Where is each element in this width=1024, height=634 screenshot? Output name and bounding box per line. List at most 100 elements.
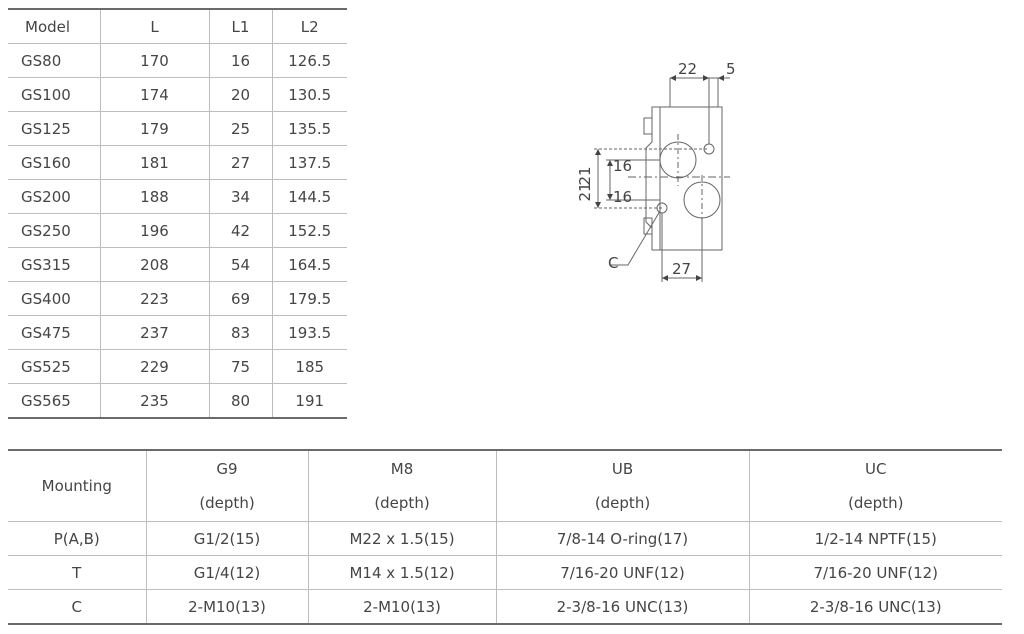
drawing-dim-16-upper: 16 [613,157,632,175]
value-l: 223 [99,281,209,316]
value-l2: 137.5 [271,145,347,180]
cell-m8: M22 x 1.5(15) [307,521,496,556]
value-l1: 34 [208,179,272,214]
table-row: GS125 179 25 135.5 [8,111,347,146]
mount-table-header-row: Mounting G9 (depth) M8 (depth) UB (depth… [8,450,1002,522]
table-row: T G1/4(12) M14 x 1.5(12) 7/16-20 UNF(12)… [8,555,1002,590]
table-row: GS160 181 27 137.5 [8,145,347,180]
header-g9-sub: (depth) [199,494,255,512]
model-name: GS100 [8,77,100,112]
value-l2: 144.5 [271,179,347,214]
model-name: GS315 [8,247,100,282]
cell-g9: G1/4(12) [145,555,308,590]
row-label: P(A,B) [8,521,146,556]
cell-uc: 2-3/8-16 UNC(13) [748,589,1002,624]
header-l2: L2 [271,9,347,44]
value-l2: 152.5 [271,213,347,248]
value-l2: 126.5 [271,43,347,78]
value-l1: 16 [208,43,272,78]
value-l1: 20 [208,77,272,112]
model-name: GS200 [8,179,100,214]
drawing-leader-c [610,210,661,266]
port-layout-drawing: 22 5 21 21 16 16 27 C [576,60,736,282]
drawing-lug-lower [643,217,653,235]
header-l: L [99,9,209,44]
value-l1: 80 [208,383,272,418]
value-l2: 130.5 [271,77,347,112]
value-l: 208 [99,247,209,282]
cell-ub: 7/8-14 O-ring(17) [495,521,749,556]
table-row: P(A,B) G1/2(15) M22 x 1.5(15) 7/8-14 O-r… [8,521,1002,556]
value-l2: 193.5 [271,315,347,350]
model-name: GS80 [8,43,100,78]
cell-g9: G1/2(15) [145,521,308,556]
header-m8-sub: (depth) [374,494,430,512]
cell-ub: 7/16-20 UNF(12) [495,555,749,590]
table-row: GS400 223 69 179.5 [8,281,347,316]
header-l1: L1 [208,9,272,44]
value-l2: 191 [271,383,347,418]
value-l: 237 [99,315,209,350]
value-l: 229 [99,349,209,384]
header-m8-main: M8 [390,460,414,478]
drawing-dim-21-upper: 21 [576,166,594,185]
model-name: GS125 [8,111,100,146]
model-name: GS475 [8,315,100,350]
value-l1: 27 [208,145,272,180]
table-row: GS200 188 34 144.5 [8,179,347,214]
model-table-header-row: Model L L1 L2 [8,9,347,44]
table-row: GS315 208 54 164.5 [8,247,347,282]
value-l1: 83 [208,315,272,350]
drawing-dim-27: 27 [672,260,691,278]
header-uc-sub: (depth) [848,494,904,512]
cell-ub: 2-3/8-16 UNC(13) [495,589,749,624]
drawing-label-c: C [608,254,618,272]
cell-m8: 2-M10(13) [307,589,496,624]
header-g9: G9 (depth) [145,450,308,522]
value-l: 174 [99,77,209,112]
drawing-dim-5: 5 [726,60,736,78]
table-row: GS250 196 42 152.5 [8,213,347,248]
drawing-lug-upper [643,117,653,135]
header-ub-main: UB [611,460,634,478]
drawing-dim-21-lower: 21 [576,182,594,201]
value-l: 170 [99,43,209,78]
value-l2: 185 [271,349,347,384]
header-model: Model [8,9,100,44]
header-uc: UC (depth) [748,450,1002,522]
table-row: GS525 229 75 185 [8,349,347,384]
model-name: GS160 [8,145,100,180]
table-row: GS80 170 16 126.5 [8,43,347,78]
header-ub-sub: (depth) [594,494,651,512]
value-l1: 25 [208,111,272,146]
value-l2: 179.5 [271,281,347,316]
table-row: GS475 237 83 193.5 [8,315,347,350]
cell-m8: M14 x 1.5(12) [307,555,496,590]
value-l2: 135.5 [271,111,347,146]
value-l1: 69 [208,281,272,316]
model-dimension-table: Model L L1 L2 GS80 170 16 126.5 GS100 17… [8,8,347,419]
model-name: GS400 [8,281,100,316]
header-uc-main: UC [865,460,887,478]
drawing-body-outline [645,106,723,251]
value-l2: 164.5 [271,247,347,282]
value-l: 179 [99,111,209,146]
value-l: 188 [99,179,209,214]
drawing-dim-16-lower: 16 [613,188,632,206]
header-mounting: Mounting [8,450,146,522]
cell-g9: 2-M10(13) [145,589,308,624]
value-l1: 54 [208,247,272,282]
header-ub: UB (depth) [495,450,749,522]
cell-uc: 1/2-14 NPTF(15) [748,521,1002,556]
header-m8: M8 (depth) [307,450,496,522]
table-row: C 2-M10(13) 2-M10(13) 2-3/8-16 UNC(13) 2… [8,589,1002,624]
row-label: T [8,555,146,590]
cell-uc: 7/16-20 UNF(12) [748,555,1002,590]
model-name: GS525 [8,349,100,384]
value-l: 235 [99,383,209,418]
mounting-port-table: Mounting G9 (depth) M8 (depth) UB (depth… [8,449,1002,625]
row-label: C [71,597,82,616]
value-l1: 75 [208,349,272,384]
table-row: GS100 174 20 130.5 [8,77,347,112]
drawing-dim-22: 22 [678,60,697,78]
